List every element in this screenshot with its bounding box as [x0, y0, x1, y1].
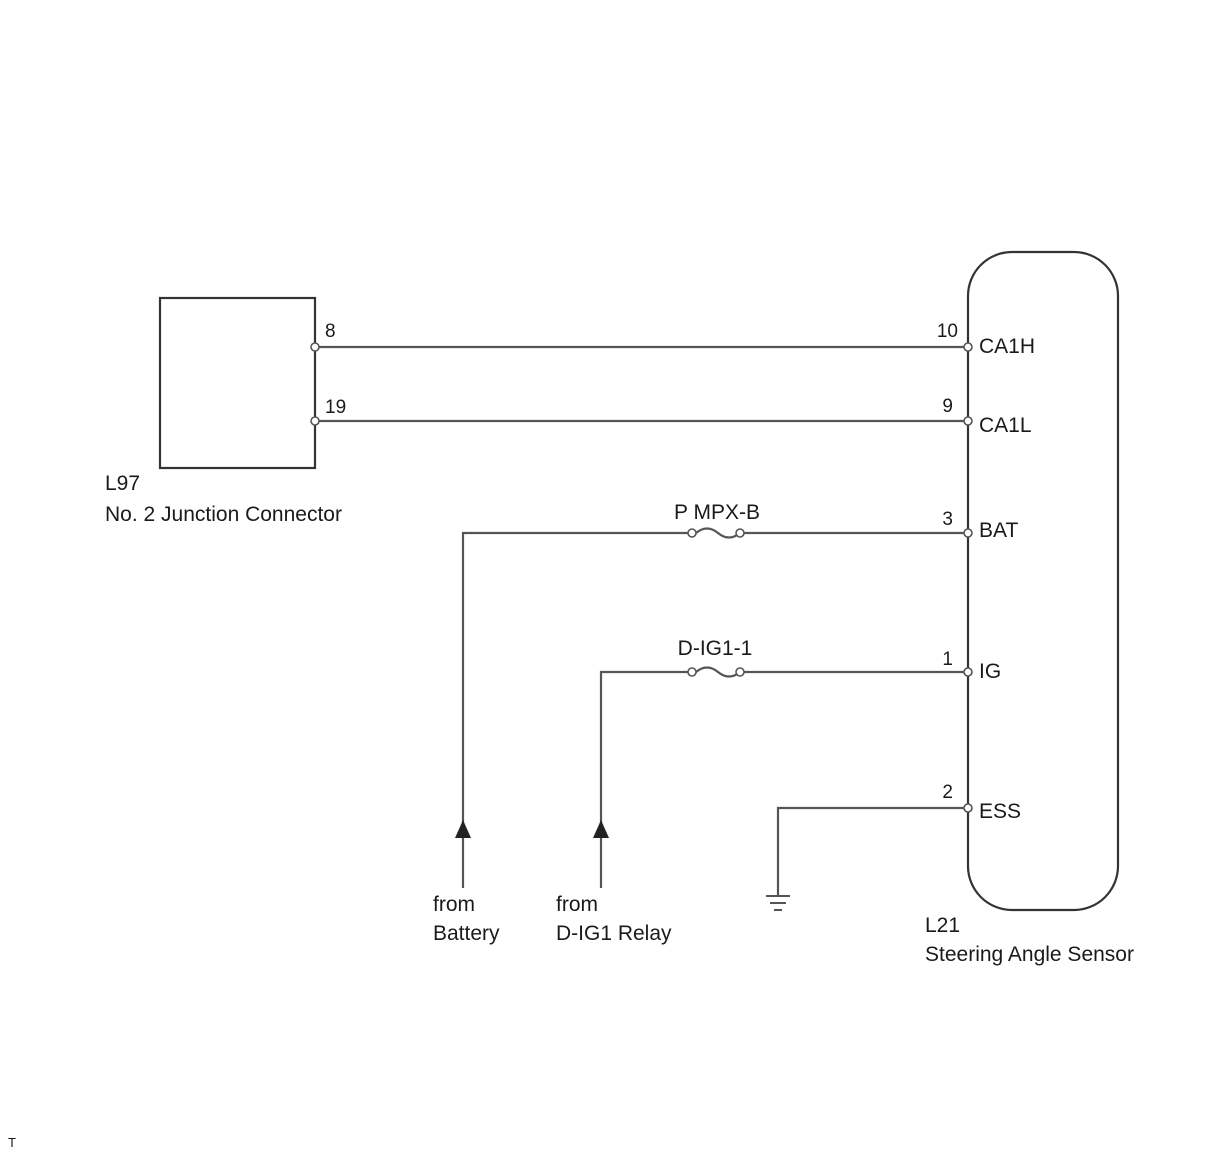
wire-ig-source — [599, 670, 692, 888]
sensor-terminal-ca1h — [963, 342, 973, 352]
sensor-pin-bat: 3 — [942, 509, 953, 530]
junction-pin-ca1h: 8 — [325, 321, 336, 342]
sensor-terminal-ess — [963, 803, 973, 813]
junction-connector-box — [158, 296, 317, 470]
junction-terminal-8 — [310, 342, 320, 352]
junction-name: No. 2 Junction Connector — [105, 503, 342, 526]
fuse-bat-terminal-right — [735, 528, 745, 538]
sensor-label-ca1l: CA1L — [979, 414, 1032, 437]
sensor-terminal-bat — [963, 528, 973, 538]
sensor-terminal-ca1l — [963, 416, 973, 426]
sensor-label-ess: ESS — [979, 800, 1021, 823]
junction-code: L97 — [105, 472, 140, 495]
battery-source-line1: from — [433, 893, 475, 916]
arrow-up-icon — [593, 820, 609, 838]
ground-icon — [766, 895, 790, 911]
sensor-name: Steering Angle Sensor — [925, 943, 1134, 966]
fuse-ig-label: D-IG1-1 — [678, 637, 753, 660]
wire-bat-source — [461, 531, 692, 888]
sensor-label-ig: IG — [979, 660, 1001, 683]
fuse-ig-terminal-left — [687, 667, 697, 677]
fuse-ig-symbol — [695, 666, 741, 678]
corner-mark: T — [8, 1135, 16, 1150]
fuse-bat-symbol — [695, 527, 741, 539]
sensor-label-ca1h: CA1H — [979, 335, 1035, 358]
arrow-up-icon — [455, 820, 471, 838]
sensor-code: L21 — [925, 914, 960, 937]
sensor-terminal-ig — [963, 667, 973, 677]
fuse-bat-terminal-left — [687, 528, 697, 538]
junction-pin-ca1l: 19 — [325, 397, 346, 418]
sensor-pin-ess: 2 — [942, 782, 953, 803]
sensor-pin-ca1l: 9 — [942, 396, 953, 417]
battery-source-line2: Battery — [433, 922, 500, 945]
junction-terminal-19 — [310, 416, 320, 426]
sensor-label-bat: BAT — [979, 519, 1018, 542]
wire-ess — [776, 806, 968, 896]
steering-angle-sensor-body — [966, 250, 1120, 912]
sensor-pin-ca1h: 10 — [937, 321, 958, 342]
relay-source-line2: D-IG1 Relay — [556, 922, 672, 945]
sensor-pin-ig: 1 — [942, 649, 953, 670]
fuse-bat-label: P MPX-B — [674, 501, 760, 524]
relay-source-line1: from — [556, 893, 598, 916]
fuse-ig-terminal-right — [735, 667, 745, 677]
